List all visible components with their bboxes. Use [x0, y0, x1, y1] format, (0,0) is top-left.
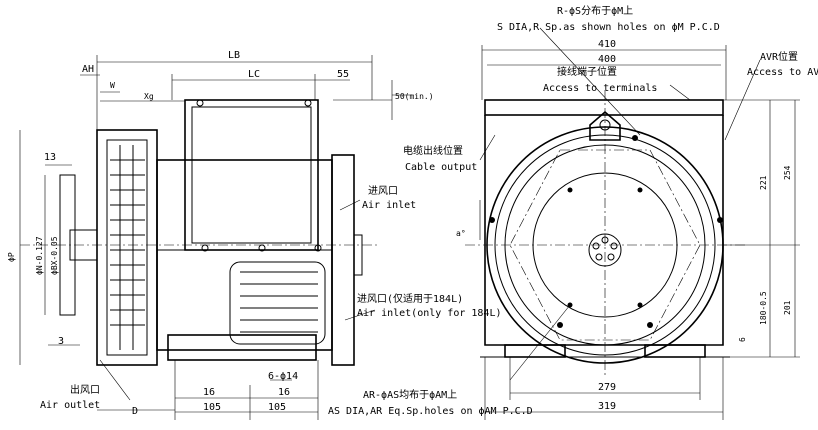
ar-holes-en: AS DIA,AR Eq.Sp.holes on ϕAM P.C.D — [328, 406, 533, 417]
h180-label: 180-0.5 — [759, 291, 768, 325]
lifting-lug — [589, 110, 621, 141]
r-holes-cn: R-ϕS分布于ϕM上 — [557, 5, 633, 17]
phi-p-label: ϕP — [7, 252, 16, 262]
d6-label: 6 — [738, 337, 747, 342]
w400-label: 400 — [598, 54, 616, 65]
frame-outline — [484, 115, 724, 346]
d16a-label: 16 — [203, 387, 215, 398]
w279-label: 279 — [598, 382, 616, 393]
d3-label: 3 — [58, 336, 64, 347]
cooling-fins — [110, 145, 145, 350]
lc-label: LC — [248, 69, 260, 80]
drive-end-flange — [331, 154, 355, 366]
avr-cn: AVR位置 — [760, 50, 798, 63]
end-bracket — [96, 129, 158, 366]
air-inlet2-cn: 进风口(仅适用于184L) — [357, 293, 463, 305]
terminal-en: Access to terminals — [543, 83, 657, 94]
phi-n-label: ϕN-0.127 — [35, 236, 44, 275]
right-foot — [644, 344, 706, 358]
cable-cn: 电缆出线位置 — [403, 144, 463, 157]
air-outlet-en: Air outlet — [40, 400, 100, 411]
ah-label: AH — [82, 64, 94, 75]
avr-en: Access to AVR — [747, 67, 818, 78]
top-cover — [484, 99, 724, 116]
stator-frame — [156, 159, 333, 351]
d55-label: 55 — [337, 69, 349, 80]
lb-label: LB — [228, 50, 240, 61]
xg-label: Xg — [144, 92, 154, 101]
angle-label: a° — [456, 229, 466, 238]
front-view — [465, 27, 800, 420]
phi-bx-label: ϕBX-0.05 — [50, 236, 59, 275]
h201-label: 201 — [783, 300, 792, 315]
w-label: W — [110, 81, 115, 90]
ar-holes-cn: AR-ϕAS均布于ϕAM上 — [363, 389, 457, 401]
side-view-labels: LB LC 55 AH W Xg 50(min.) 13 3 ϕP ϕN-0.1… — [7, 50, 502, 417]
d105b-label: 105 — [268, 402, 286, 413]
air-outlet-cn: 出风口 — [70, 383, 100, 396]
w319-label: 319 — [598, 401, 616, 412]
air-inlet-cn: 进风口 — [368, 185, 398, 197]
d16b-label: 16 — [278, 387, 290, 398]
d-label: D — [132, 406, 138, 417]
side-view — [19, 55, 410, 420]
w410-label: 410 — [598, 39, 616, 50]
terminal-box — [184, 99, 319, 251]
cable-en: Cable output — [405, 162, 477, 173]
d105a-label: 105 — [203, 402, 221, 413]
left-foot — [504, 344, 566, 358]
air-louver — [229, 261, 326, 345]
min50-label: 50(min.) — [395, 92, 434, 101]
mounting-foot — [167, 334, 317, 361]
holes-label: 6-ϕ14 — [268, 371, 298, 382]
front-view-labels: R-ϕS分布于ϕM上 S DIA,R Sp.as shown holes on … — [328, 5, 818, 417]
r-holes-en: S DIA,R Sp.as shown holes on ϕM P.C.D — [497, 22, 720, 33]
d13-label: 13 — [44, 152, 56, 163]
h254-label: 254 — [783, 165, 792, 180]
h221-label: 221 — [759, 175, 768, 190]
terminal-cn: 接线端子位置 — [557, 65, 617, 78]
air-inlet-en: Air inlet — [362, 200, 416, 211]
air-inlet2-en: Air inlet(only for 184L) — [357, 308, 502, 319]
